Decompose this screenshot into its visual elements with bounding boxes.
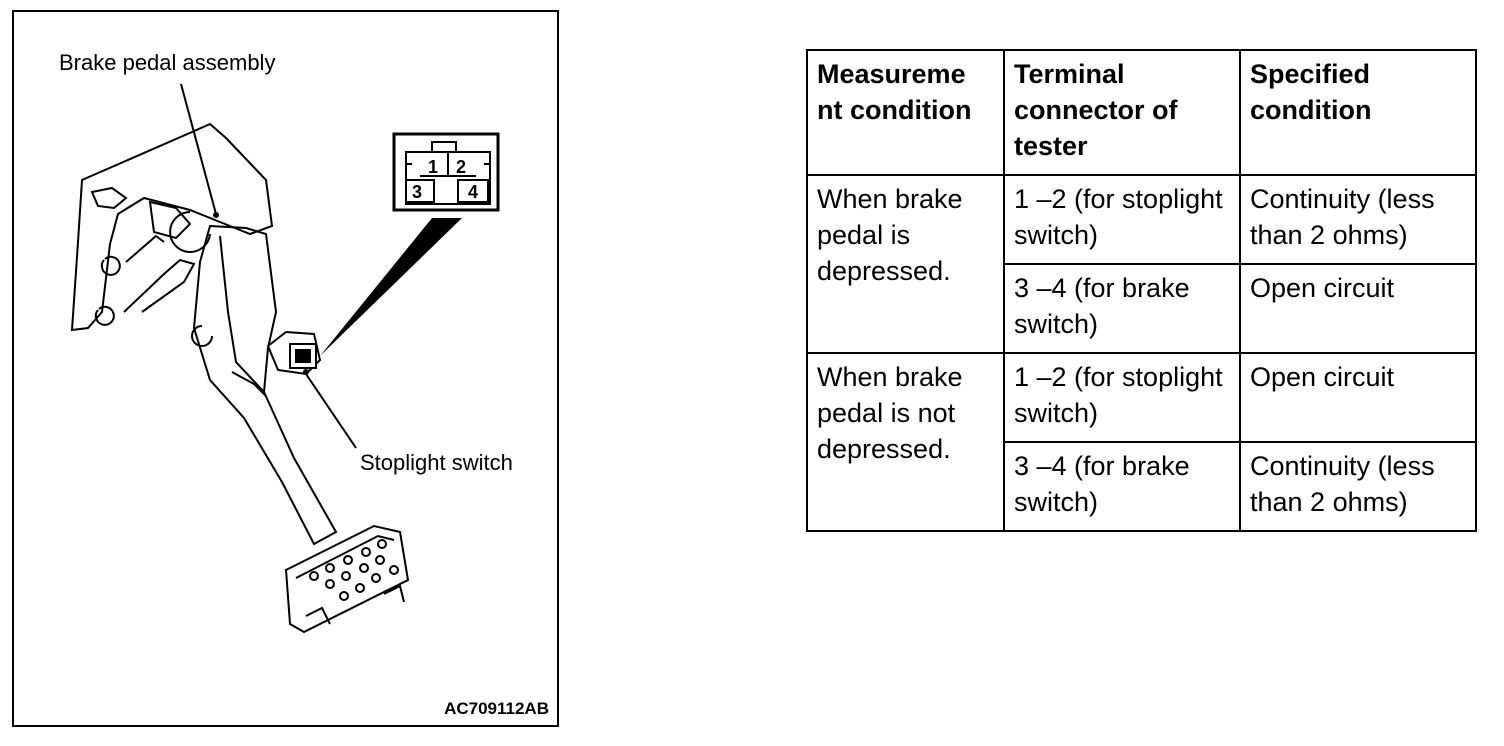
pedal-arm [191,224,338,546]
stoplight-switch-body [266,330,322,376]
spec-cell: Continuity (less than 2 ohms) [1239,441,1477,532]
pedal-bracket [70,122,274,332]
terminal-cell: 1 –2 (for stoplight switch) [1003,352,1241,443]
terminal-cell: 1 –2 (for stoplight switch) [1003,174,1241,265]
assembly-leader-dot [213,212,219,218]
spec-cell: Open circuit [1239,352,1477,443]
figure-code: AC709112AB [444,699,549,718]
pin-4-label: 4 [468,182,478,202]
table-row: 3 –4 (for brake switch) Open circuit [807,263,1477,354]
spec-cell: Continuity (less than 2 ohms) [1239,174,1477,265]
table-row: 3 –4 (for brake switch) Continuity (less… [807,441,1477,532]
connector-callout-wedge [320,218,462,356]
spec-table: Measureme nt condition Terminal connecto… [806,49,1477,532]
header-measurement-condition: Measureme nt condition [806,49,1005,176]
spec-cell: Open circuit [1239,263,1477,354]
condition-cell: When brake pedal is depressed. [806,174,1005,354]
pin-3-label: 3 [412,182,422,202]
table-row: When brake pedal is depressed. 1 –2 (for… [806,174,1477,354]
pedal-pad [284,524,410,634]
brake-pedal-assembly-label: Brake pedal assembly [59,50,276,75]
table-header-row: Measureme nt condition Terminal connecto… [806,49,1477,176]
table-row: When brake pedal is not depressed. 1 –2 … [806,352,1477,532]
header-terminal-connector: Terminal connector of tester [1003,49,1241,176]
figure-frame: 1 2 3 4 Brake pedal assembly Stoplight s… [12,10,559,727]
pin-2-label: 2 [456,157,466,177]
switch-leader-line [305,373,357,449]
terminal-cell: 3 –4 (for brake switch) [1003,263,1241,354]
terminal-cell: 3 –4 (for brake switch) [1003,441,1241,532]
stoplight-switch-label: Stoplight switch [360,450,513,475]
condition-cell: When brake pedal is not depressed. [806,352,1005,532]
pin-1-label: 1 [428,157,438,177]
assembly-leader-line [180,83,217,215]
brake-pedal-illustration: 1 2 3 4 [70,83,500,634]
switch-leader-dot [303,369,309,375]
header-specified-condition: Specified condition [1239,49,1477,176]
connector-face: 1 2 3 4 [392,132,500,212]
